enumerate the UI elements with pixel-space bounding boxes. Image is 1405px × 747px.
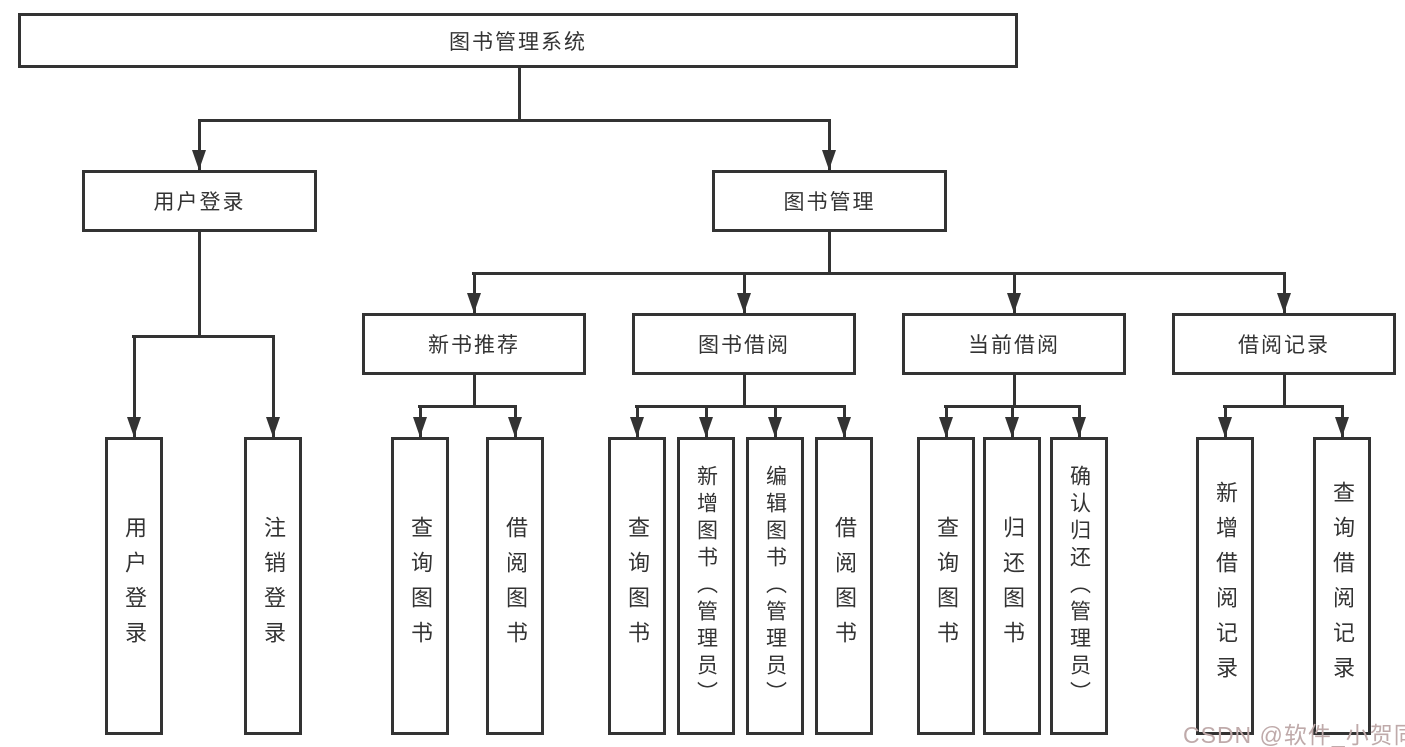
- leaf-recommend-borrow-books: 借阅图书: [486, 437, 544, 735]
- connector-line: [1223, 405, 1344, 408]
- connector-line: [472, 272, 1286, 275]
- node-new-book-recommendation-label: 新书推荐: [428, 334, 520, 357]
- connector-line: [1013, 272, 1016, 313]
- node-root: 图书管理系统: [18, 13, 1018, 68]
- connector-line: [828, 119, 831, 170]
- leaf-records-add-record-label: 新增借阅记录: [1213, 481, 1238, 691]
- connector-line: [272, 335, 275, 437]
- node-user-login: 用户登录: [82, 170, 317, 232]
- arrowhead-down-icon: [467, 293, 481, 313]
- arrowhead-down-icon: [837, 417, 851, 437]
- leaf-current-confirm-return-admin-label: 确认归还（管理员）: [1067, 464, 1091, 708]
- connector-line: [743, 272, 746, 313]
- leaf-logout-label: 注销登录: [261, 516, 286, 656]
- node-user-login-label: 用户登录: [153, 191, 246, 214]
- node-borrowing-records: 借阅记录: [1172, 313, 1396, 375]
- connector-line: [473, 375, 476, 405]
- connector-line: [743, 375, 746, 405]
- connector-line: [133, 335, 136, 437]
- arrowhead-down-icon: [1277, 293, 1291, 313]
- arrowhead-down-icon: [1005, 417, 1019, 437]
- connector-line: [1283, 375, 1286, 405]
- leaf-current-confirm-return-admin: 确认归还（管理员）: [1050, 437, 1108, 735]
- arrowhead-down-icon: [699, 417, 713, 437]
- arrowhead-down-icon: [192, 150, 206, 170]
- arrowhead-down-icon: [266, 417, 280, 437]
- connector-line: [518, 68, 521, 119]
- arrowhead-down-icon: [127, 417, 141, 437]
- leaf-recommend-borrow-books-label: 借阅图书: [503, 516, 528, 656]
- connector-line: [1283, 272, 1286, 313]
- leaf-logout: 注销登录: [244, 437, 302, 735]
- leaf-current-query-books-label: 查询图书: [934, 516, 959, 656]
- leaf-borrow-query-books-label: 查询图书: [625, 516, 650, 656]
- arrowhead-down-icon: [822, 150, 836, 170]
- leaf-borrow-add-books-admin-label: 新增图书（管理员）: [694, 464, 718, 708]
- leaf-borrow-borrow-books: 借阅图书: [815, 437, 873, 735]
- leaf-current-return-books: 归还图书: [983, 437, 1041, 735]
- connector-line: [418, 405, 517, 408]
- leaf-current-return-books-label: 归还图书: [1000, 516, 1025, 656]
- node-root-label: 图书管理系统: [449, 30, 587, 54]
- connector-line: [473, 272, 476, 313]
- arrowhead-down-icon: [1218, 417, 1232, 437]
- leaf-recommend-query-books: 查询图书: [391, 437, 449, 735]
- arrowhead-down-icon: [508, 417, 522, 437]
- leaf-records-query-record-label: 查询借阅记录: [1330, 481, 1355, 691]
- node-new-book-recommendation: 新书推荐: [362, 313, 586, 375]
- arrowhead-down-icon: [1335, 417, 1349, 437]
- connector-line: [198, 119, 201, 170]
- leaf-borrow-add-books-admin: 新增图书（管理员）: [677, 437, 735, 735]
- arrowhead-down-icon: [939, 417, 953, 437]
- node-book-management: 图书管理: [712, 170, 947, 232]
- node-current-borrowing: 当前借阅: [902, 313, 1126, 375]
- leaf-borrow-borrow-books-label: 借阅图书: [832, 516, 857, 656]
- arrowhead-down-icon: [413, 417, 427, 437]
- arrowhead-down-icon: [737, 293, 751, 313]
- arrowhead-down-icon: [768, 417, 782, 437]
- leaf-borrow-edit-books-admin: 编辑图书（管理员）: [746, 437, 804, 735]
- arrowhead-down-icon: [1007, 293, 1021, 313]
- arrowhead-down-icon: [630, 417, 644, 437]
- leaf-user-login: 用户登录: [105, 437, 163, 735]
- arrowhead-down-icon: [1072, 417, 1086, 437]
- connector-line: [132, 335, 274, 338]
- connector-line: [828, 232, 831, 272]
- node-book-management-label: 图书管理: [783, 191, 876, 214]
- leaf-records-add-record: 新增借阅记录: [1196, 437, 1254, 735]
- node-borrowing-records-label: 借阅记录: [1238, 334, 1330, 357]
- connector-line: [1013, 375, 1016, 405]
- node-current-borrowing-label: 当前借阅: [968, 334, 1060, 357]
- node-book-borrowing-label: 图书借阅: [698, 334, 790, 357]
- leaf-borrow-query-books: 查询图书: [608, 437, 666, 735]
- leaf-recommend-query-books-label: 查询图书: [408, 516, 433, 656]
- leaf-user-login-label: 用户登录: [122, 516, 147, 656]
- connector-line: [198, 119, 831, 122]
- connector-line: [198, 232, 201, 335]
- watermark: CSDN @软件_小贺同学: [1183, 722, 1405, 747]
- leaf-records-query-record: 查询借阅记录: [1313, 437, 1371, 735]
- node-book-borrowing: 图书借阅: [632, 313, 856, 375]
- leaf-borrow-edit-books-admin-label: 编辑图书（管理员）: [763, 464, 787, 708]
- leaf-current-query-books: 查询图书: [917, 437, 975, 735]
- connector-line: [635, 405, 846, 408]
